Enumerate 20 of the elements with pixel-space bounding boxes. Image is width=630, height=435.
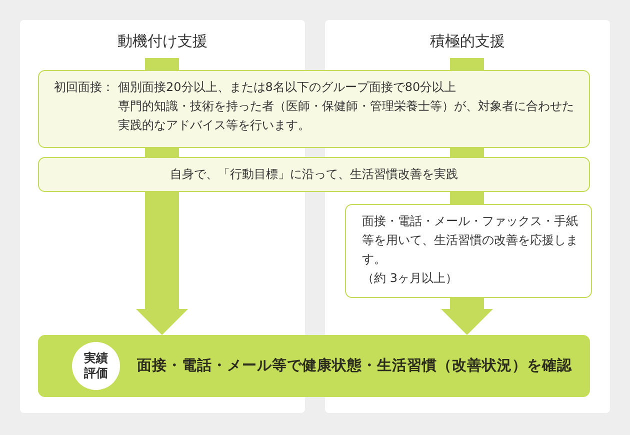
evaluation-text: 面接・電話・メール等で健康状態・生活習慣（改善状況）を確認 xyxy=(137,357,572,376)
step-box xyxy=(38,157,590,192)
support-text: 面接・電話・メール・ファックス・手紙等を用いて、生活習慣の改善を応援します。 xyxy=(362,213,579,268)
step-text: 自身で、「行動目標」に沿って、生活習慣改善を実践 xyxy=(170,166,458,183)
step-text: 個別面接20分以上、または8名以下のグループ面接で80分以上 xyxy=(118,79,458,96)
step-text: 専門的知識・技術を持った者（医師・保健師・管理栄養士等）が、対象者に合わせた実践的なアドバイス等を行います。 xyxy=(118,98,575,134)
step-box xyxy=(38,70,590,148)
support-text: （約 3ヶ月以上） xyxy=(362,270,458,287)
column-heading: 動機付け支援 xyxy=(116,32,208,51)
connector-band xyxy=(450,192,484,204)
flow-arrow xyxy=(441,298,493,335)
flow-arrow xyxy=(136,192,188,335)
support-box xyxy=(345,204,592,298)
evaluation-bar xyxy=(38,335,590,397)
badge-text: 実績評価 xyxy=(83,350,109,380)
step-label: 初回面接： xyxy=(54,79,115,96)
connector-band xyxy=(450,148,484,157)
column-heading: 積極的支援 xyxy=(429,32,506,51)
connector-band xyxy=(145,148,179,157)
evaluation-badge xyxy=(72,342,120,390)
